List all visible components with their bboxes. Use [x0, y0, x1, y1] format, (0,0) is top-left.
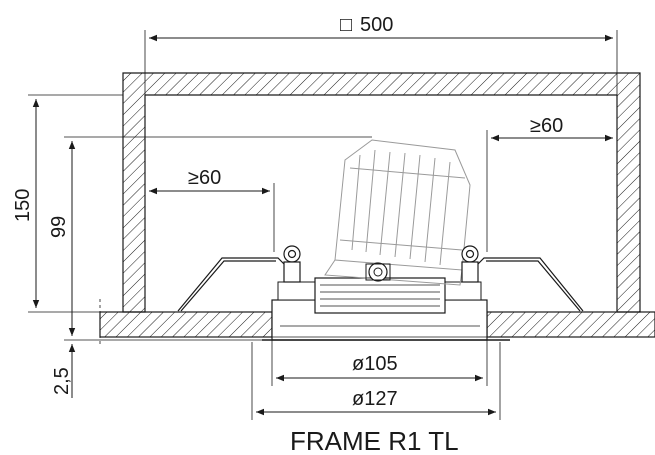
tilted-led-module: [324, 139, 471, 286]
diameter-outer-label: ø127: [352, 388, 398, 410]
clearance-right-label: ≥60: [530, 115, 563, 137]
drawing-caption: FRAME R1 TL: [290, 426, 459, 455]
spring-clip-left: [177, 245, 301, 312]
dimension-height-fixture: 99: [48, 136, 372, 336]
dimension-height-total: 150: [12, 94, 123, 313]
dimension-clearance-right: ≥60: [486, 115, 613, 252]
dimension-ceiling-thickness: 2,5: [51, 339, 262, 398]
ceiling-thickness-label: 2,5: [51, 367, 73, 395]
clearance-left-label: ≥60: [188, 167, 221, 189]
fixture-trim: [262, 277, 510, 341]
dimension-box-width: □ 500: [144, 14, 618, 100]
dimension-diameter-outer: ø127: [251, 342, 501, 420]
diameter-cutout-label: ø105: [352, 353, 398, 375]
tilt-joint: [365, 262, 391, 282]
dimension-diameter-cutout: ø105: [271, 340, 488, 386]
height-total-label: 150: [12, 189, 34, 222]
box-symbol: □: [340, 14, 352, 36]
box-width-label: 500: [360, 14, 393, 36]
dimension-clearance-left: ≥60: [149, 167, 275, 252]
ceiling-slab: [99, 299, 655, 345]
spring-clip-right: [461, 245, 584, 312]
height-fixture-label: 99: [48, 216, 70, 238]
